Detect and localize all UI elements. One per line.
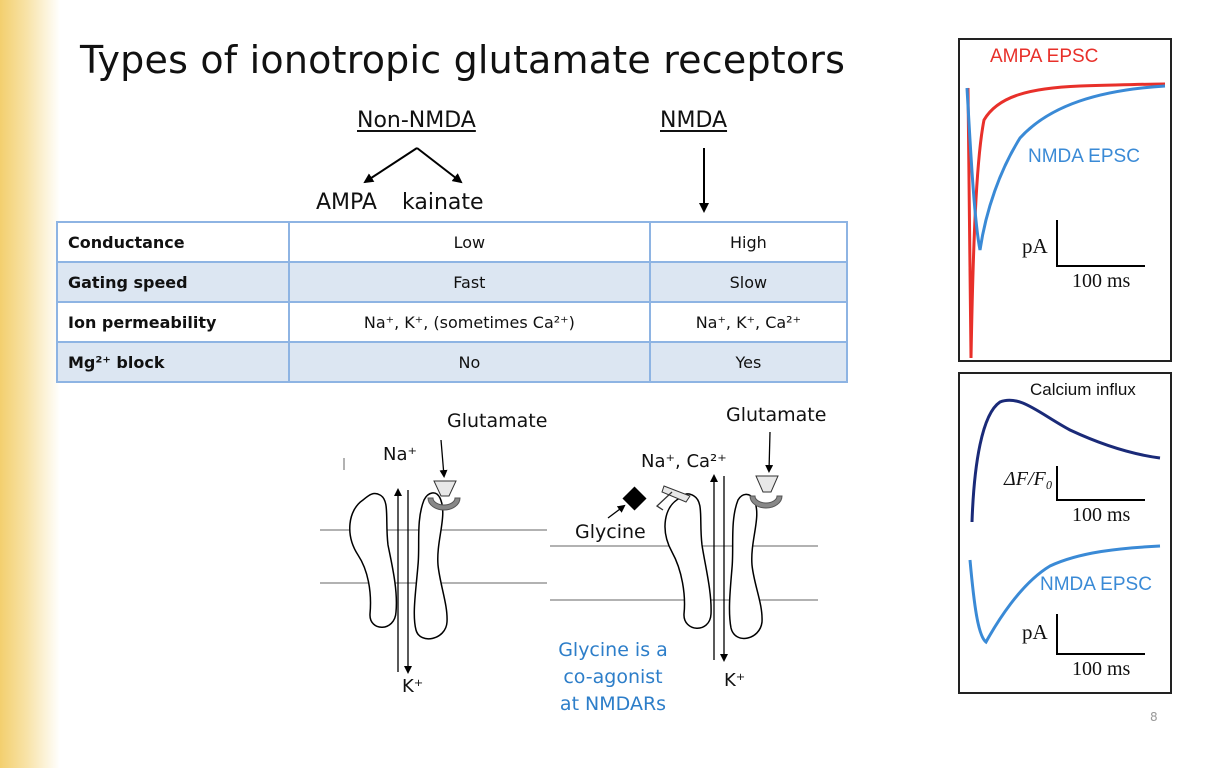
glycine-coagonist-note: Glycine is a co-agonist at NMDARs [548, 637, 678, 718]
ampa-receptor-diagram [320, 439, 547, 674]
membrane-subunit-left [664, 493, 712, 629]
non-nmda-cell: Low [288, 221, 651, 263]
non-nmda-cell: No [288, 341, 651, 383]
potassium-label-right: K⁺ [724, 670, 746, 691]
nmda-cell: High [648, 221, 849, 263]
nmda-epsc-label: NMDA EPSC [1040, 574, 1152, 595]
page-number: 8 [1150, 710, 1158, 724]
note-line: co-agonist [563, 666, 663, 688]
nmda-cell: Yes [648, 341, 849, 383]
kainate-label: kainate [402, 190, 484, 215]
epsc-scale-bar [1056, 614, 1145, 655]
non-nmda-cell: Fast [288, 261, 651, 303]
non-nmda-cell: Na⁺, K⁺, (sometimes Ca²⁺) [288, 301, 651, 343]
nmda-epsc-trace [968, 544, 1161, 645]
ampa-epsc-trace [966, 82, 1166, 359]
nmda-epsc-label: NMDA EPSC [1028, 146, 1140, 167]
arrow-to-kainate [416, 147, 463, 184]
scale-bar [1056, 220, 1145, 267]
time-scale-label: 100 ms [1072, 658, 1131, 680]
membrane-subunit-right [413, 492, 448, 640]
fluorescence-unit-label: ΔF/F₀ [1004, 468, 1053, 490]
glutamate-icon [433, 480, 457, 497]
note-line: Glycine is a [558, 639, 668, 661]
table-row: Gating speed Fast Slow [56, 261, 849, 303]
binding-site-icon [749, 495, 783, 509]
glutamate-icon [755, 475, 779, 493]
table-row: Ion permeability Na⁺, K⁺, (sometimes Ca²… [56, 301, 849, 343]
nmda-cell: Slow [648, 261, 849, 303]
ampa-epsc-label: AMPA EPSC [990, 46, 1099, 67]
calcium-influx-panel: Calcium influx ΔF/F₀ 100 ms NMDA EPSC pA… [958, 372, 1172, 694]
calcium-influx-label: Calcium influx [1030, 380, 1136, 399]
property-cell: Gating speed [56, 261, 290, 303]
potassium-label-left: K⁺ [402, 676, 424, 697]
cation-label-right: Na⁺, Ca²⁺ [641, 451, 727, 472]
slide-title: Types of ionotropic glutamate receptors [80, 38, 846, 82]
glycine-site-icon [661, 485, 691, 503]
current-unit-label: pA [1022, 234, 1048, 258]
property-cell: Ion permeability [56, 301, 290, 343]
ampa-label: AMPA [316, 190, 377, 215]
nmda-cell: Na⁺, K⁺, Ca²⁺ [648, 301, 849, 343]
binding-site-icon [427, 497, 461, 511]
sodium-label-left: Na⁺ [383, 444, 417, 465]
calcium-traces [968, 398, 1161, 655]
arrow-to-ampa [363, 147, 418, 184]
membrane-subunit-right [728, 493, 763, 640]
glutamate-label-left: Glutamate [447, 410, 548, 432]
calcium-scale-bar [1056, 466, 1145, 501]
time-scale-label: 100 ms [1072, 270, 1131, 292]
calcium-influx-trace [970, 398, 1161, 523]
decorative-side-stripe [0, 0, 60, 768]
nmda-label: NMDA [660, 108, 728, 133]
glycine-label: Glycine [575, 521, 646, 543]
calcium-time-scale-label: 100 ms [1072, 504, 1131, 526]
epsc-comparison-panel: AMPA EPSC NMDA EPSC pA 100 ms [958, 38, 1172, 362]
glycine-icon [622, 486, 647, 511]
receptor-properties-table: Conductance Low High Gating speed Fast S… [56, 221, 849, 383]
table-row: Mg²⁺ block No Yes [56, 341, 849, 383]
epsc-traces [965, 82, 1166, 359]
property-cell: Conductance [56, 221, 290, 263]
glutamate-label-right: Glutamate [726, 404, 827, 426]
current-unit-label: pA [1022, 620, 1048, 644]
nmda-receptor-diagram [550, 431, 818, 662]
membrane-subunit-left [349, 492, 398, 628]
non-nmda-label: Non-NMDA [357, 108, 476, 133]
note-line: at NMDARs [559, 693, 667, 715]
table-row: Conductance Low High [56, 221, 849, 263]
nmda-epsc-trace [965, 84, 1166, 251]
property-cell: Mg²⁺ block [56, 341, 290, 383]
